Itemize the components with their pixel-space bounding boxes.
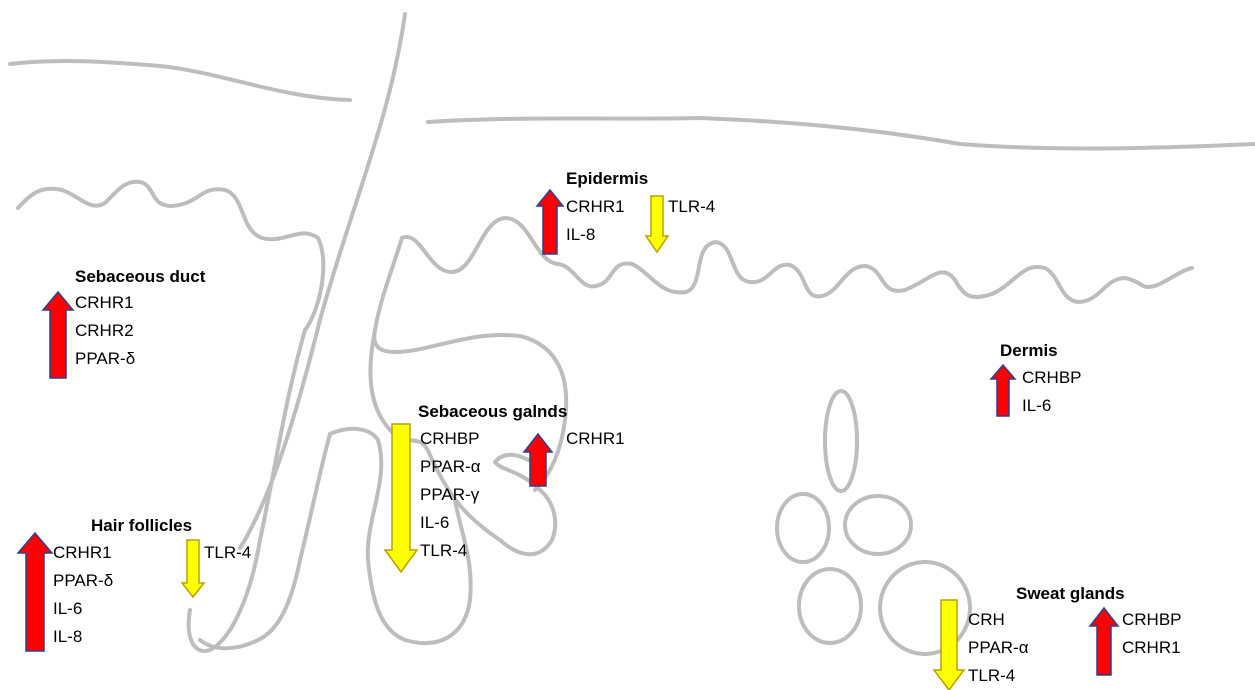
hair-follicles-up-3: IL-6 — [53, 598, 82, 620]
sweat-coil-middle — [845, 496, 911, 554]
sweat-glands-down-3: TLR-4 — [968, 665, 1015, 687]
sweat-glands-down-arrow — [934, 600, 964, 690]
sebaceous-glands-down-2: PPAR-α — [420, 456, 481, 478]
epidermis-title: Epidermis — [566, 168, 648, 190]
epidermis-down-1: TLR-4 — [668, 196, 715, 218]
sweat-coil-top — [825, 391, 857, 491]
sebaceous-duct-up-1: CRHR1 — [75, 292, 134, 314]
dermis-up-arrow — [991, 365, 1015, 416]
sebaceous-duct-up-arrow — [43, 292, 73, 378]
sweat-glands-title: Sweat glands — [1016, 583, 1125, 605]
hair-follicles-up-4: IL-8 — [53, 626, 82, 648]
sebaceous-duct-up-2: CRHR2 — [75, 320, 134, 342]
hair-follicles-down-1: TLR-4 — [204, 542, 251, 564]
sweat-glands-up-2: CRHR1 — [1122, 637, 1181, 659]
sebaceous-glands-down-1: CRHBP — [420, 428, 480, 450]
epidermis-up-arrow — [537, 190, 563, 254]
epidermis-up-1: CRHR1 — [566, 196, 625, 218]
sweat-glands-down-1: CRH — [968, 609, 1005, 631]
epidermis-down-arrow — [646, 196, 668, 252]
hair-follicles-down-arrow — [182, 540, 204, 597]
hair-follicles-title: Hair follicles — [91, 515, 192, 537]
hair-follicles-up-1: CRHR1 — [53, 542, 112, 564]
skin-surface-left — [10, 61, 350, 100]
sweat-glands-up-arrow — [1090, 608, 1118, 675]
sebaceous-glands-down-3: PPAR-γ — [420, 484, 479, 506]
sebaceous-duct-up-3: PPAR-δ — [75, 348, 135, 370]
sebaceous-glands-up-1: CRHR1 — [566, 428, 625, 450]
sweat-glands-down-2: PPAR-α — [968, 637, 1029, 659]
sebaceous-glands-title: Sebaceous galnds — [418, 401, 567, 423]
sweat-coil-left — [777, 494, 829, 562]
sebaceous-glands-down-5: TLR-4 — [420, 540, 467, 562]
dermis-title: Dermis — [1000, 340, 1058, 362]
sweat-coil-bottom-left — [799, 569, 861, 643]
sebaceous-glands-down-arrow — [385, 424, 417, 572]
sebaceous-glands-down-4: IL-6 — [420, 512, 449, 534]
hair-follicles-up-arrow — [18, 533, 52, 651]
dermis-up-1: CRHBP — [1022, 367, 1082, 389]
hair-follicles-up-2: PPAR-δ — [53, 570, 113, 592]
sweat-glands-up-1: CRHBP — [1122, 609, 1182, 631]
junction-top — [402, 218, 1192, 302]
skin-surface-right — [428, 118, 1255, 149]
dermis-up-2: IL-6 — [1022, 395, 1051, 417]
epidermis-up-2: IL-8 — [566, 224, 595, 246]
sebaceous-duct-title: Sebaceous duct — [75, 266, 205, 288]
